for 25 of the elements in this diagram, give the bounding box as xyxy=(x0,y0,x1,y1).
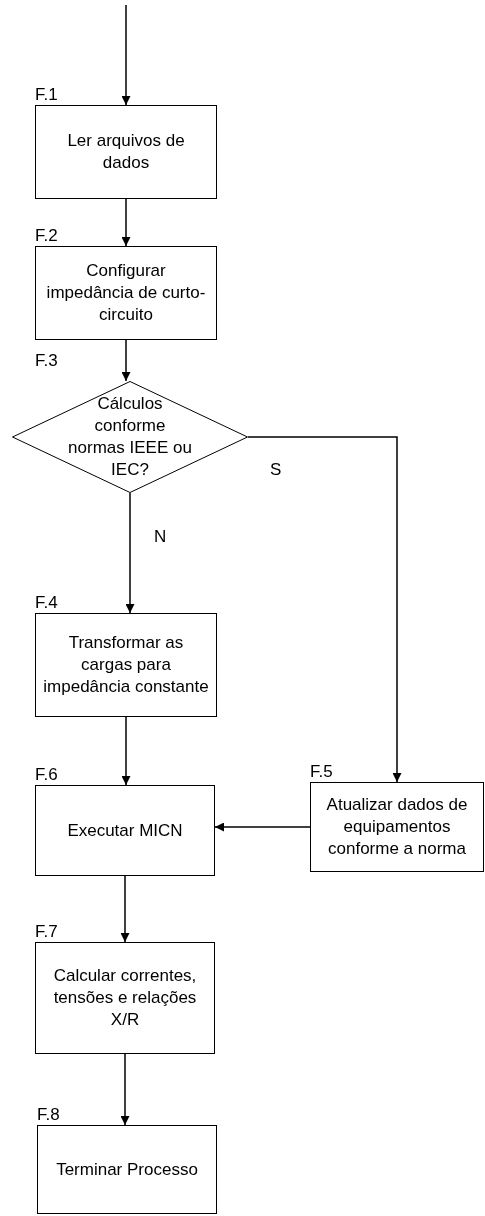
step-number: F.4 xyxy=(35,595,58,611)
arrow xyxy=(120,875,130,943)
step-number: F.2 xyxy=(35,228,58,244)
step-number: F.6 xyxy=(35,767,58,783)
arrow xyxy=(121,339,131,382)
step-number: F.8 xyxy=(37,1107,60,1123)
step-text: Cálculos conforme normas IEEE ou IEC? xyxy=(67,393,193,481)
step-number: F.5 xyxy=(310,764,333,780)
step-text: Atualizar dados de equipamentos conforme a norma xyxy=(325,794,469,860)
arrow xyxy=(121,716,131,786)
step-text: Terminar Processo xyxy=(55,1158,199,1181)
step-number: F.1 xyxy=(35,87,58,103)
arrow xyxy=(121,4,131,106)
arrow xyxy=(121,198,131,247)
step-number: F.7 xyxy=(35,924,58,940)
arrow xyxy=(247,436,402,783)
arrow xyxy=(125,492,135,614)
arrow xyxy=(120,1053,130,1126)
step-text: Executar MICN xyxy=(66,819,184,842)
arrow xyxy=(214,822,311,832)
step-text: Ler arquivos de dados xyxy=(66,130,186,174)
step-text: Calcular correntes, tensões e relações X/R xyxy=(52,965,198,1031)
step-text: Configurar impedância de curto-circuito xyxy=(45,260,207,326)
step-number: F.3 xyxy=(35,353,58,369)
step-text: Transformar as cargas para impedância constante xyxy=(42,632,210,698)
